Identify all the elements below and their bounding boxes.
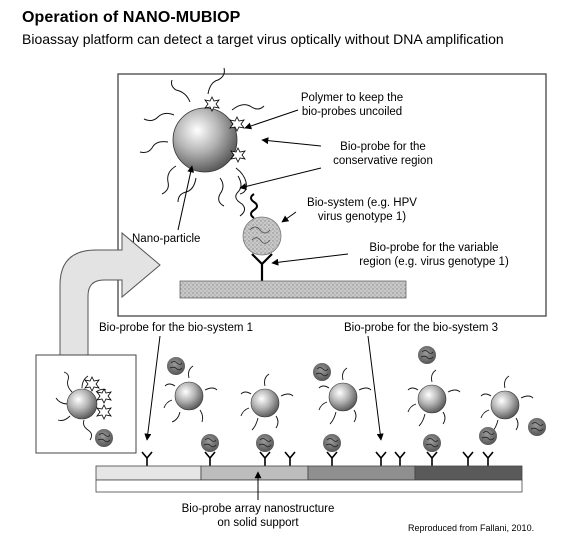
arrow-nanoparticle (177, 165, 195, 231)
array-nanoparticle-3 (328, 382, 358, 412)
diagram-title: Operation of NANO-MUBIOP (22, 9, 241, 26)
arrow-probe-3 (367, 335, 384, 441)
label-probe-3: Bio-probe for the bio-system 3 (344, 322, 499, 334)
large-nanoparticle (172, 107, 238, 173)
float-virus-3 (417, 345, 437, 365)
diagram-subtitle: Bioassay platform can detect a target vi… (22, 31, 504, 47)
bound-virus-2 (255, 433, 275, 453)
inset-solid-support (179, 280, 407, 299)
zoom-arrow (59, 231, 161, 356)
inset-virus-particle (242, 216, 282, 256)
arrow-conservative-2 (239, 167, 322, 190)
strip-segment-3 (307, 465, 416, 481)
bound-virus-5 (478, 426, 498, 446)
detail-virus (94, 428, 114, 448)
label-nanoparticle: Nano-particle (132, 233, 201, 245)
credit-note: Reproduced from Fallani, 2010. (408, 523, 535, 533)
inset-virus-strand (249, 226, 271, 244)
array-tentacles (163, 365, 534, 433)
detail-nanoparticle (66, 388, 98, 420)
float-virus-4 (527, 417, 547, 437)
float-virus-2 (312, 362, 332, 382)
strip-segment-4 (414, 465, 523, 481)
array-nanoparticle-1 (174, 381, 204, 411)
inset-y-probe (251, 253, 273, 281)
array-y-probes (141, 451, 494, 467)
float-virus-1 (166, 356, 186, 376)
strip-segment-1 (95, 465, 202, 481)
large-probe-tentacles (139, 67, 265, 217)
bound-virus-4 (422, 433, 442, 453)
strip-base (95, 479, 523, 493)
array-nanoparticle-4 (417, 384, 447, 414)
arrow-probe-1 (144, 335, 161, 441)
arrow-polymer (244, 109, 299, 130)
arrow-biosystem (281, 211, 297, 223)
arrow-conservative (261, 137, 322, 147)
bound-virus-1 (200, 433, 220, 453)
strip-segment-2 (200, 465, 309, 481)
label-probe-1: Bio-probe for the bio-system 1 (99, 322, 254, 334)
array-nanoparticle-5 (490, 390, 520, 420)
array-nanoparticle-2 (250, 388, 280, 418)
arrow-variable (271, 253, 349, 266)
bound-virus-3 (322, 433, 342, 453)
virus-linker-squiggle (250, 193, 258, 219)
